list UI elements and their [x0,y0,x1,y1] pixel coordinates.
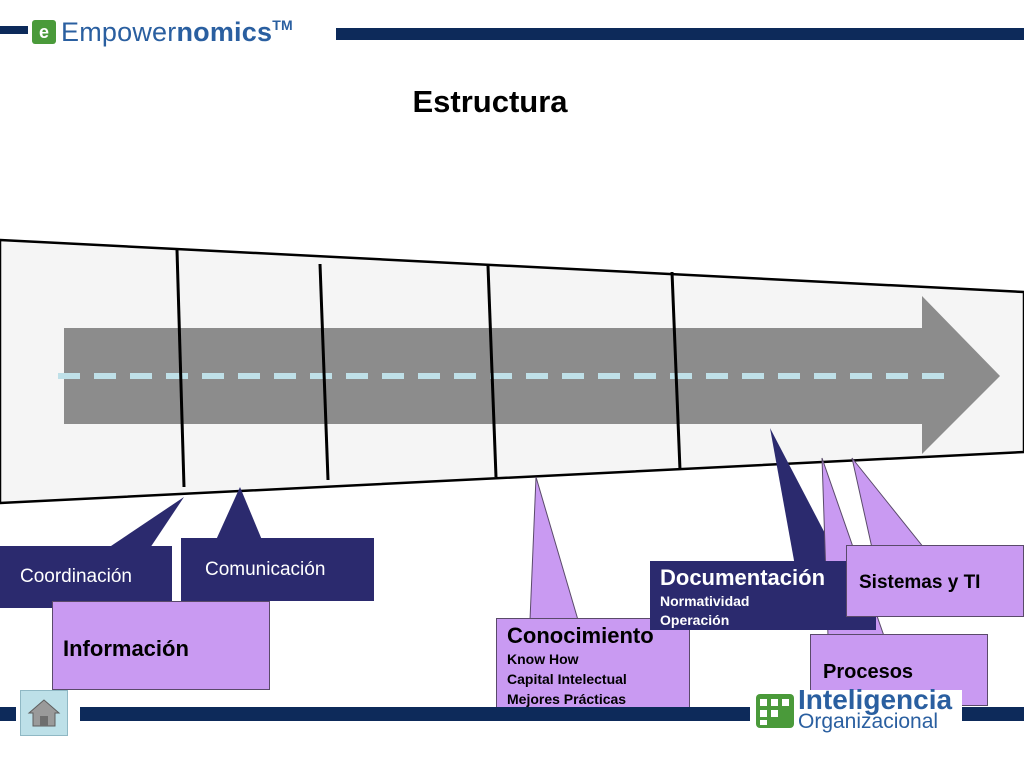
item-operacion: Operación [660,612,730,628]
stage-conocimiento: Conocimiento Know How Capital Intelectua… [496,618,690,708]
header-bar-right [336,28,1024,40]
stage-comunicacion: Comunicación [181,538,374,601]
stage-items: Normatividad Operación [660,592,749,630]
divider-4 [670,271,682,471]
item-know-how: Know How [507,651,579,667]
stage-label: Coordinación [20,566,132,587]
stage-label: Conocimiento [507,623,654,648]
stage-label: Información [63,636,189,661]
stage-label: Comunicación [205,559,326,580]
logo-badge: e [32,20,56,44]
home-button[interactable] [20,690,68,736]
stage-coordinacion: Coordinación [0,546,172,608]
home-icon [27,699,61,727]
pointer-conocimiento [529,476,579,621]
stage-informacion: Información [52,601,270,690]
divider-1 [175,249,186,488]
divider-2 [318,263,330,481]
pointer-comunicacion [216,487,262,540]
brand-text-top: Inteligencia [798,684,953,715]
logo-trademark: TM [272,16,293,33]
stage-items: Know How Capital Intelectual Mejores Prá… [507,649,627,709]
footer-bar-right [962,707,1024,721]
stage-sistemas: Sistemas y TI [846,545,1024,617]
page-title: Estructura [412,84,568,119]
pointer-sistemas [851,457,926,549]
item-mejores-practicas: Mejores Prácticas [507,691,627,707]
brand-text-bottom: Organizacional [798,710,939,733]
footer-bar-middle [80,707,750,721]
divider-3 [486,265,498,478]
stage-documentacion: Documentación Normatividad Operación [650,561,876,630]
logo-text-bold: nomics [176,16,273,47]
inteligencia-organizacional-logo: Inteligencia Organizacional [752,684,962,740]
item-normatividad: Normatividad [660,593,750,609]
stage-label: Procesos [823,661,914,683]
brand-squares-icon [756,694,794,728]
pointer-coordinacion [108,497,184,548]
header-bar-left [0,26,28,34]
footer-bar-left [0,707,16,721]
stage-label: Documentación [660,565,826,590]
logo-text-regular: Empower [61,16,177,47]
item-capital-intelectual: Capital Intelectual [507,671,627,687]
empowernomics-logo: e EmpowernomicsTM [32,14,293,50]
stage-label: Sistemas y TI [859,572,981,593]
